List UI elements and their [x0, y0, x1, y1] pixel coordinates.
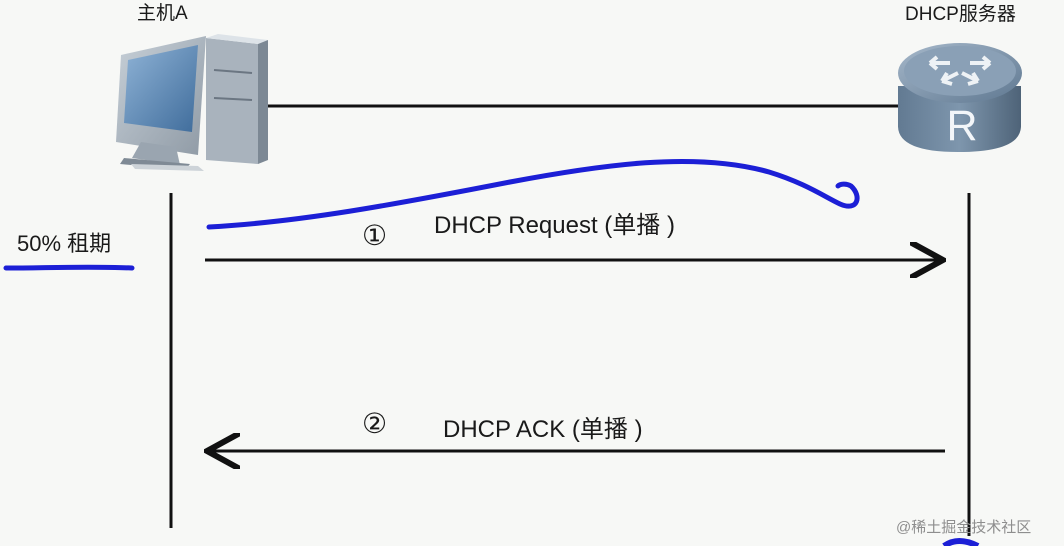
- request-message-label: DHCP Request (单播 ): [434, 212, 675, 239]
- router-icon: R: [898, 43, 1022, 152]
- step-1-number: ①: [362, 220, 388, 251]
- host-title: 主机A: [137, 3, 188, 24]
- handwritten-underline: [3, 264, 135, 271]
- ack-message-label: DHCP ACK (单播 ): [443, 416, 643, 443]
- desktop-computer-icon: [116, 34, 268, 171]
- router-badge: R: [946, 102, 977, 150]
- handwritten-mark: [942, 538, 980, 546]
- watermark: @稀土掘金技术社区: [896, 519, 1032, 536]
- handwritten-curve: [206, 158, 860, 230]
- lease-label: 50% 租期: [17, 231, 112, 256]
- server-title: DHCP服务器: [905, 4, 1016, 25]
- step-2-number: ②: [362, 408, 388, 439]
